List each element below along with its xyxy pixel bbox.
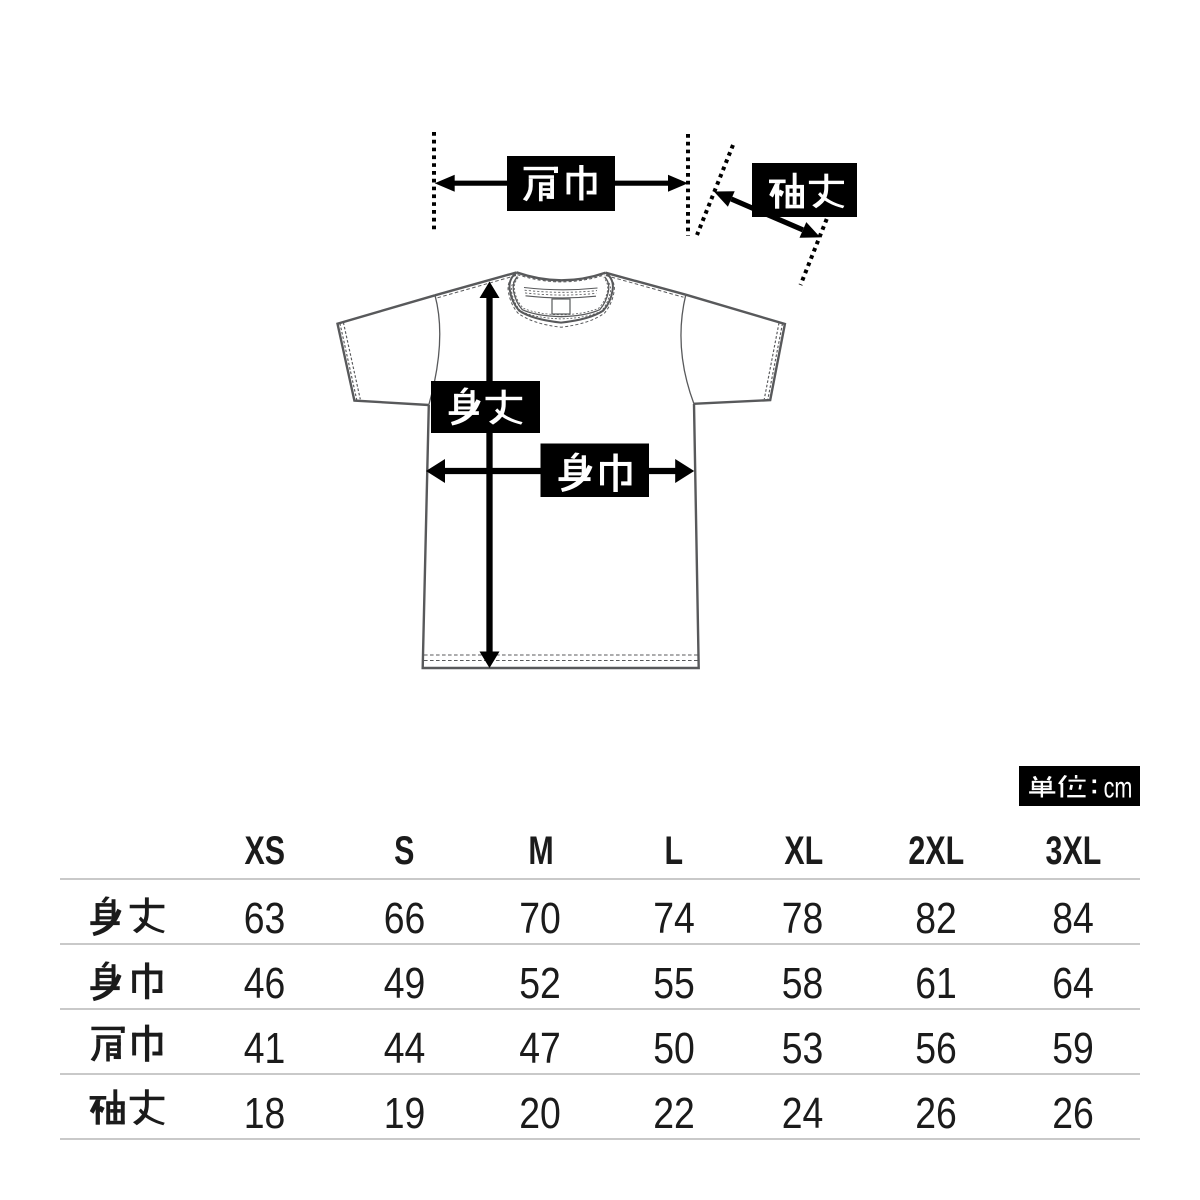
svg-text:63: 63 — [244, 893, 286, 943]
svg-text:44: 44 — [384, 1023, 426, 1073]
svg-text:26: 26 — [915, 1088, 957, 1138]
svg-text:78: 78 — [782, 893, 824, 943]
svg-text:22: 22 — [653, 1088, 695, 1138]
svg-text:26: 26 — [1052, 1088, 1094, 1138]
svg-text:47: 47 — [519, 1023, 561, 1073]
svg-text:56: 56 — [915, 1023, 957, 1073]
svg-text:55: 55 — [653, 958, 695, 1008]
svg-text:20: 20 — [519, 1088, 561, 1138]
svg-text:S: S — [394, 828, 414, 873]
svg-text:24: 24 — [782, 1088, 824, 1138]
svg-text:70: 70 — [519, 893, 561, 943]
svg-text:61: 61 — [915, 958, 957, 1008]
svg-text:59: 59 — [1052, 1023, 1094, 1073]
svg-text:2XL: 2XL — [908, 828, 964, 873]
svg-text:19: 19 — [384, 1088, 426, 1138]
svg-text:3XL: 3XL — [1046, 828, 1102, 873]
svg-text:XS: XS — [245, 828, 286, 873]
svg-text:58: 58 — [782, 958, 824, 1008]
svg-text:84: 84 — [1052, 893, 1094, 943]
svg-text:64: 64 — [1052, 958, 1094, 1008]
svg-text:49: 49 — [384, 958, 426, 1008]
svg-text:L: L — [665, 828, 684, 873]
svg-text:M: M — [528, 828, 553, 873]
svg-text:52: 52 — [519, 958, 561, 1008]
svg-text:53: 53 — [782, 1023, 824, 1073]
svg-text:66: 66 — [384, 893, 426, 943]
svg-text:18: 18 — [244, 1088, 286, 1138]
svg-text:cm: cm — [1104, 770, 1133, 804]
svg-text:46: 46 — [244, 958, 286, 1008]
svg-text:41: 41 — [244, 1023, 286, 1073]
svg-text:74: 74 — [653, 893, 695, 943]
svg-text:XL: XL — [784, 828, 823, 873]
svg-text:82: 82 — [915, 893, 957, 943]
svg-text:50: 50 — [653, 1023, 695, 1073]
